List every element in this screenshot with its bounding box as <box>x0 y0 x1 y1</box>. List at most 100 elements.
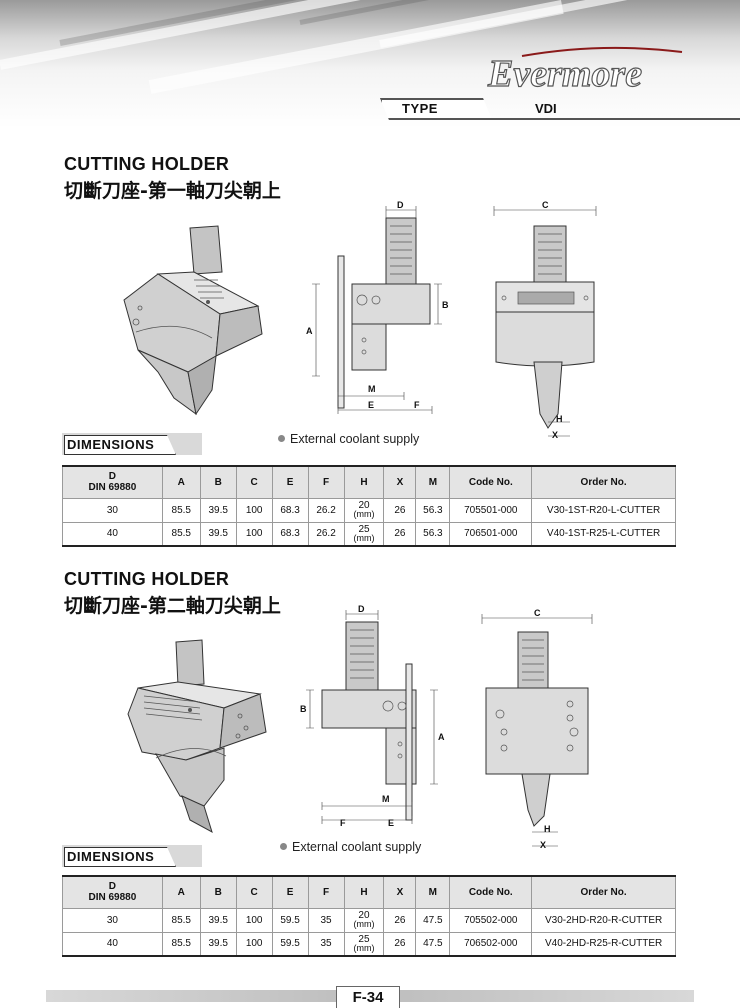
section2-coolant-text: External coolant supply <box>292 840 422 854</box>
col-header-b: B <box>199 875 237 909</box>
page-number: F-34 <box>336 986 400 1008</box>
section2-dim-m: M <box>382 794 390 804</box>
cell-e: 59.5 <box>271 931 309 957</box>
evermore-logo: Evermore <box>482 46 692 96</box>
section1-title-zh: 切斷刀座-第一軸刀尖朝上 <box>64 180 281 202</box>
section2-dim-x: X <box>540 840 546 850</box>
cell-a: 85.5 <box>161 521 201 547</box>
col-header-a: A <box>161 465 201 499</box>
cell-b: 39.5 <box>199 931 237 957</box>
cell-c: 100 <box>235 521 273 547</box>
cell-d: 30 <box>62 497 163 523</box>
section1-dim-d: D <box>397 200 404 210</box>
col-header-m: M <box>415 875 451 909</box>
col-header-m: M <box>415 465 451 499</box>
col-header-code: Code No. <box>449 875 533 909</box>
cell-e: 59.5 <box>271 907 309 933</box>
col-header-a: A <box>161 875 201 909</box>
type-label: TYPE <box>402 101 438 116</box>
section1-dim-e: E <box>368 400 374 410</box>
cell-e: 68.3 <box>271 497 309 523</box>
cell-f: 35 <box>307 907 345 933</box>
cell-h: 25(mm) <box>343 521 385 547</box>
section2-dim-f: F <box>340 818 346 828</box>
col-header-f: F <box>307 875 345 909</box>
section1-side-drawing: D B A M E F <box>300 200 450 416</box>
bullet-dot-icon <box>280 843 287 850</box>
section2-side-drawing: D B A M F E <box>296 604 446 830</box>
section1-dimensions-tag: DIMENSIONS <box>62 433 202 455</box>
section2-dim-c: C <box>534 608 541 618</box>
cell-x: 26 <box>383 907 417 933</box>
table-row: 40 85.5 39.5 100 68.3 26.2 25(mm) 26 56.… <box>62 521 676 547</box>
cell-a: 85.5 <box>161 497 201 523</box>
cell-code: 705501-000 <box>449 497 533 523</box>
cell-x: 26 <box>383 497 417 523</box>
page-header: Evermore TYPE VDI <box>0 0 740 128</box>
cell-d: 30 <box>62 907 163 933</box>
section1-dim-m: M <box>368 384 376 394</box>
type-underline <box>484 118 740 120</box>
section1-dim-c: C <box>542 200 549 210</box>
col-header-x: X <box>383 875 417 909</box>
section1-title-en: CUTTING HOLDER <box>64 154 230 174</box>
section1-coolant-note: External coolant supply <box>278 432 419 446</box>
section1-coolant-text: External coolant supply <box>290 432 420 446</box>
col-header-x: X <box>383 465 417 499</box>
cell-h: 20(mm) <box>343 497 385 523</box>
cell-c: 100 <box>235 931 273 957</box>
col-header-e: E <box>271 875 309 909</box>
section1-front-drawing: C H X <box>490 200 600 442</box>
section2-dim-b: B <box>300 704 307 714</box>
bullet-dot-icon <box>278 435 285 442</box>
cell-code: 706501-000 <box>449 521 533 547</box>
cell-f: 26.2 <box>307 497 345 523</box>
section2-dim-h: H <box>544 824 551 834</box>
section2-title-en: CUTTING HOLDER <box>64 569 230 589</box>
col-header-h: H <box>343 875 385 909</box>
section2-title-zh: 切斷刀座-第二軸刀尖朝上 <box>64 595 281 617</box>
cell-b: 39.5 <box>199 521 237 547</box>
cell-f: 35 <box>307 931 345 957</box>
section1-dim-x: X <box>552 430 558 440</box>
section1-dim-a: A <box>306 326 313 336</box>
cell-c: 100 <box>235 907 273 933</box>
section2-iso-drawing <box>120 636 272 834</box>
cell-d: 40 <box>62 521 163 547</box>
col-header-c: C <box>235 875 273 909</box>
cell-order: V40-2HD-R25-R-CUTTER <box>531 931 676 957</box>
section2-dim-e: E <box>388 818 394 828</box>
col-header-b: B <box>199 465 237 499</box>
col-header-code: Code No. <box>449 465 533 499</box>
cell-order: V30-1ST-R20-L-CUTTER <box>531 497 676 523</box>
section1-iso-drawing <box>118 222 268 418</box>
section1-title: CUTTING HOLDER 切斷刀座-第一軸刀尖朝上 <box>64 154 281 203</box>
cell-m: 47.5 <box>415 931 451 957</box>
cell-x: 26 <box>383 931 417 957</box>
cell-m: 47.5 <box>415 907 451 933</box>
section2-front-drawing: C H X <box>478 606 596 850</box>
section1-dimensions-label: DIMENSIONS <box>67 437 155 452</box>
section2-dimensions-tag: DIMENSIONS <box>62 845 202 867</box>
section2-dim-d: D <box>358 604 365 614</box>
section2-title: CUTTING HOLDER 切斷刀座-第二軸刀尖朝上 <box>64 569 281 618</box>
section1-dim-b: B <box>442 300 449 310</box>
table-row: 40 85.5 39.5 100 59.5 35 25(mm) 26 47.5 … <box>62 931 676 957</box>
cell-b: 39.5 <box>199 907 237 933</box>
type-value: VDI <box>535 101 557 116</box>
cell-e: 68.3 <box>271 521 309 547</box>
section2-dimensions-label: DIMENSIONS <box>67 849 155 864</box>
section2-coolant-note: External coolant supply <box>280 840 421 854</box>
cell-h: 20(mm) <box>343 907 385 933</box>
col-header-order: Order No. <box>531 875 676 909</box>
cell-m: 56.3 <box>415 497 451 523</box>
col-header-f: F <box>307 465 345 499</box>
cell-a: 85.5 <box>161 931 201 957</box>
col-header-e: E <box>271 465 309 499</box>
